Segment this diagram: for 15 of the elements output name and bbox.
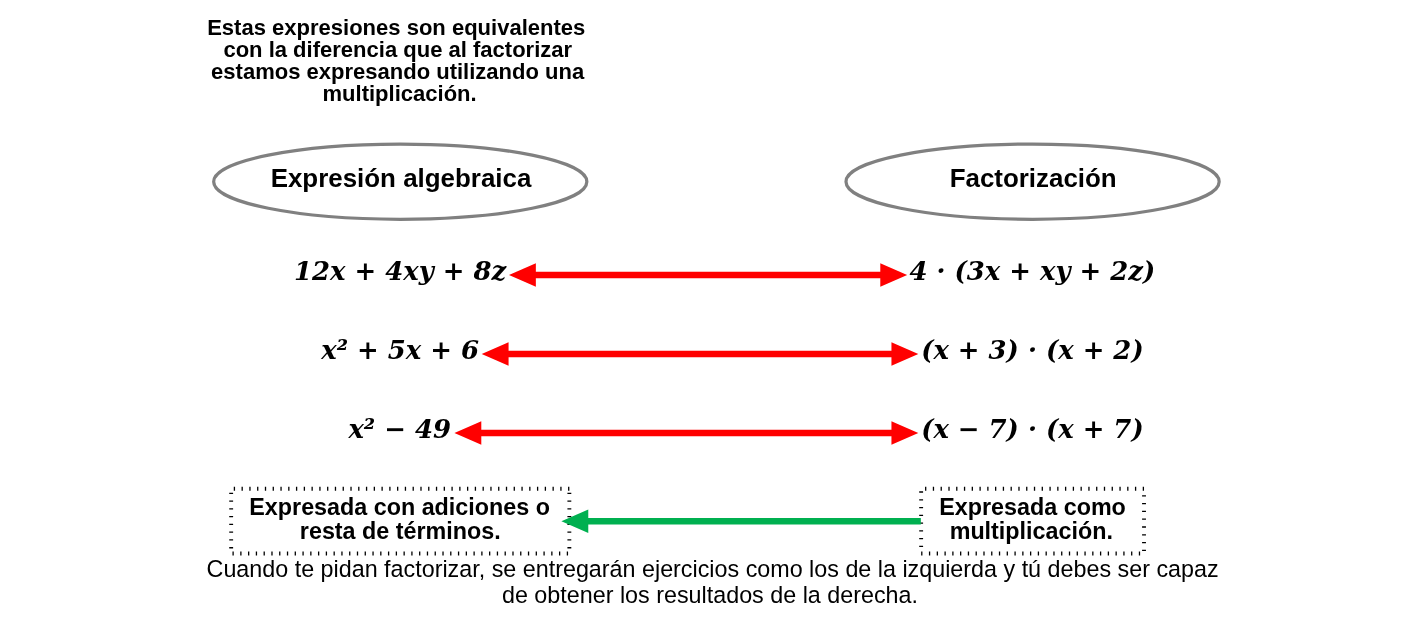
- node-box: Expresada con adiciones o resta de términos.: [229, 486, 572, 556]
- node-ellipse: Factorización: [844, 142, 1221, 221]
- node-text: x² − 49: [348, 414, 452, 445]
- node-text: x² + 5x + 6: [321, 335, 479, 366]
- label: Estas expresiones son equivalentes con la diferencia que al factorizar estamos expresando utilizando una multiplicación.: [207, 14, 586, 106]
- node-ellipse: Expresión algebraica: [212, 142, 589, 221]
- arrow: [481, 342, 919, 366]
- node-text: (x − 7) · (x + 7): [921, 414, 1144, 445]
- node-text: (x + 3) · (x + 2): [921, 335, 1144, 366]
- caption: Cuando te pidan factorizar, se entregarán ejercicios como los de la izquierda y tú debes ser capaz de obtener los resultados de la derecha.: [206, 556, 1219, 609]
- node-text: 12x + 4xy + 8z: [294, 256, 507, 287]
- arrow: [508, 263, 908, 287]
- node-box: Expresada como multiplicación.: [919, 486, 1146, 556]
- node-text: 4 · (3x + xy + 2z): [909, 256, 1156, 287]
- arrow: [454, 421, 919, 445]
